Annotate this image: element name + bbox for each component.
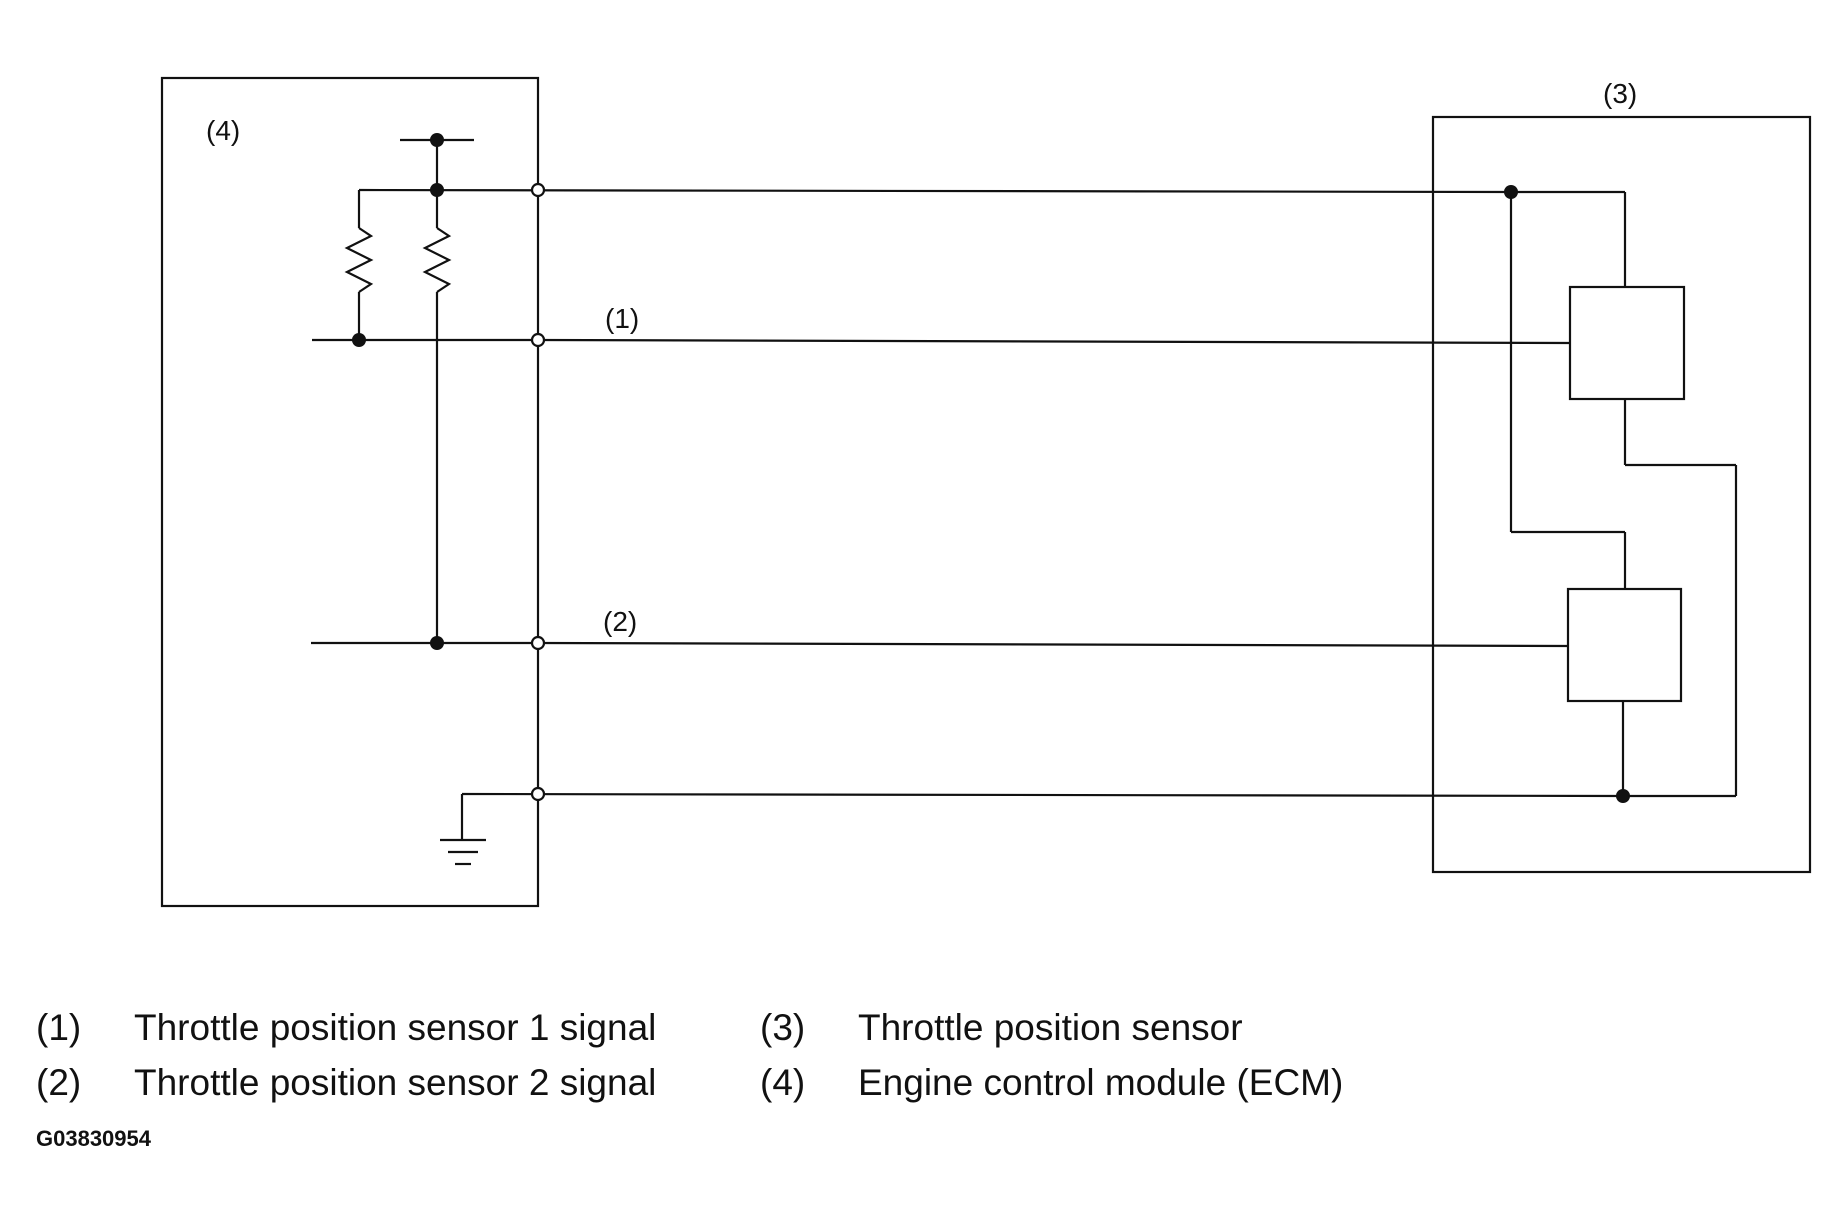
figure-code: G03830954: [36, 1126, 151, 1151]
connector-terminal: [530, 635, 546, 651]
legend-text: Throttle position sensor 2 signal: [134, 1062, 657, 1103]
sensor-tag: (3): [1603, 78, 1637, 109]
junction-dot: [430, 183, 444, 197]
junction-dot: [1616, 789, 1630, 803]
signal-2-line: [537, 641, 1569, 648]
junction-dot: [430, 636, 444, 650]
resistor-right: [422, 227, 452, 293]
ecm-tag: (4): [206, 115, 240, 146]
connector-terminal: [530, 182, 546, 198]
junction-dot: [1504, 185, 1518, 199]
connector-terminal: [530, 786, 546, 802]
legend-num: (4): [760, 1062, 806, 1103]
junction-dot: [352, 333, 366, 347]
legend-num: (2): [36, 1062, 82, 1103]
legend-text: Throttle position sensor: [858, 1007, 1243, 1048]
signal-2-tag: (2): [603, 606, 637, 637]
resistor-left: [344, 227, 374, 293]
sensor-housing-box: [1431, 115, 1812, 874]
legend-text: Engine control module (ECM): [858, 1062, 1344, 1103]
signal-1-tag: (1): [605, 303, 639, 334]
legend-text: Throttle position sensor 1 signal: [134, 1007, 657, 1048]
ground-line: [461, 792, 1624, 798]
sensor-element-1: [1568, 285, 1686, 401]
connector-terminal: [530, 332, 546, 348]
supply-line: [358, 188, 1512, 194]
ecm-box: [160, 76, 540, 908]
legend-num: (3): [760, 1007, 806, 1048]
sensor-element-2: [1566, 587, 1683, 703]
signal-1-line: [537, 338, 1571, 345]
junction-dot: [430, 133, 444, 147]
legend-num: (1): [36, 1007, 82, 1048]
